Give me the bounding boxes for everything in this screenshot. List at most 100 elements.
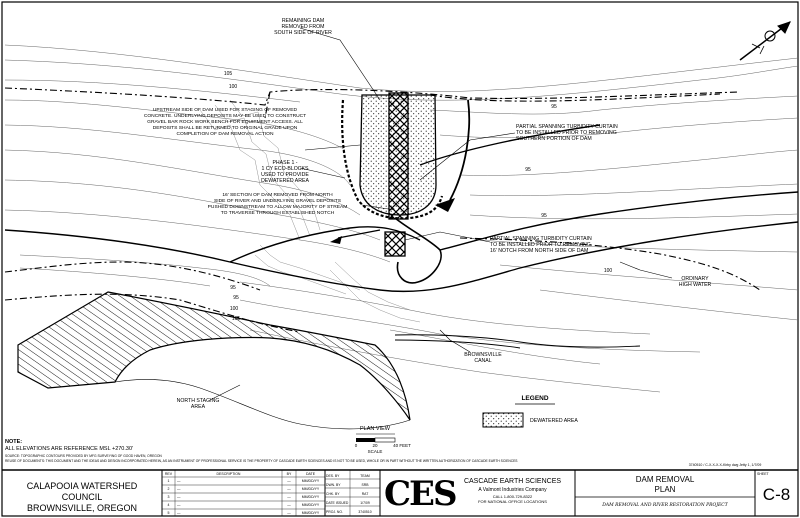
by-col-header: BY [286,472,292,476]
contour-label: 100 [229,306,239,312]
flow-arrow-icon [435,198,455,212]
contour-label: 95 [541,213,547,219]
scale-tick-20: 20 [372,443,378,448]
info-row: DATE ISSUED 1/7/09 [326,498,380,507]
north-arrow-icon [739,21,791,61]
revision-header: REV DESCRIPTION BY DATE [162,471,325,477]
ordinary-high-water-label: ORDINARY HIGH WATER [678,276,712,288]
info-row: CHK. BY RAT [326,489,380,498]
info-row: DWN. BY SRB [326,480,380,489]
sheet-number: C-8 [762,485,791,504]
plan-view-title: PLAN VIEW [360,426,390,432]
phase1-label: PHASE 1 - 1 CY ECO-BLOCKS USED TO PROVID… [261,160,309,184]
info-row: DES. BY TEAM [326,471,380,480]
client-line2: BROWNSVILLE, OREGON [26,503,138,513]
sheet-label: SHEET [757,472,769,476]
rev-by: — [287,495,291,499]
table-row: 2 — — MM/DD/YY [162,485,325,493]
contour-label: 105 [223,71,233,77]
desc-col-header: DESCRIPTION [216,472,241,476]
legend-title: LEGEND [521,395,549,402]
upstream-staging-note: UPSTREAM SIDE OF DAM USED FOR STAGING OF… [143,108,307,137]
turbidity-curtain-north-label: PARTIAL SPANNING TURBIDITY CURTAIN TO BE… [490,236,592,254]
contour-label: 95 [233,295,239,301]
scale-tick-40: 40 FEET [393,443,411,448]
info-key: PROJ. NO. [326,509,343,514]
company-name: CASCADE EARTH SCIENCES [463,478,562,485]
rev-description: — [177,479,181,483]
revision-table: REV DESCRIPTION BY DATE 1 — — MM/DD/YY 2… [162,471,325,516]
info-key: CHK. BY [326,491,340,496]
table-row: 4 — — MM/DD/YY [162,501,325,509]
turbidity-curtain-south-label: PARTIAL SPANNING TURBIDITY CURTAIN TO BE… [516,124,618,142]
legend-item-dewatered: DEWATERED AREA [530,418,578,424]
rev-number: 1 [167,479,170,483]
brownsville-canal-label: BROWNSVILLE CANAL [464,352,502,364]
rev-description: — [177,503,181,507]
remaining-dam-label: REMAINING DAM REMOVED FROM SOUTH SIDE OF… [274,18,332,36]
contour-label: 105 [231,316,241,322]
leader-lines [209,27,673,401]
table-row: 5 — — MM/DD/YY [162,509,325,516]
turbidity-curtain-south [449,99,471,201]
info-key: DWN. BY [326,482,341,487]
info-value: 3740510 [358,509,372,514]
legend-dewatered-swatch [482,412,524,428]
drawing-title: DAM REMOVAL PLAN [575,475,755,495]
rev-date: MM/DD/YY [301,479,320,483]
rev-date: MM/DD/YY [301,510,320,515]
company-logo: CES [384,474,458,514]
notes-elevations: ALL ELEVATIONS ARE REFERENCE MSL +270.30… [5,446,134,452]
contour-label: 95 [230,285,236,291]
rev-by: — [287,510,291,515]
notes-reuse: REUSE OF DOCUMENTS: THIS DOCUMENT AND TH… [5,459,518,463]
rev-date: MM/DD/YY [301,495,320,499]
staging-edge [114,379,411,430]
date-col-header: DATE [305,472,316,476]
rev-number: 4 [167,503,170,507]
info-value: RAT [361,491,369,496]
info-value: SRB [361,482,369,487]
drawing-title-line1: DAM REMOVAL [635,475,695,484]
scale-bar [356,433,396,443]
flow-arrow-icon-2 [330,236,342,244]
rev-number: 2 [167,487,170,491]
north-staging-area [17,291,411,421]
dam-section-south [388,92,409,220]
turbidity-curtain-north [394,217,442,284]
file-reference: 3740510 / C-X-X-X-X-Kirby dwg Jetty 1, 1… [688,463,762,467]
rev-col-header: REV [164,472,173,476]
info-value: 1/7/09 [360,500,370,505]
flow-line [337,229,381,239]
contour-label: 95 [525,167,531,173]
client-line1: CALAPOOIA WATERSHED COUNCIL [26,481,138,502]
rev-date: MM/DD/YY [301,487,320,491]
info-key: DATE ISSUED [326,500,349,505]
company-subtitle: A Valmont Industries Company [478,487,547,493]
rev-number: 5 [167,510,170,515]
notes-heading: NOTE: [5,439,23,445]
canal-line-2 [394,339,521,349]
rev-description: — [177,510,181,515]
scale-tick-0: 0 [354,443,358,448]
info-key: DES. BY [326,473,340,478]
company-offices: FOR NATIONAL OFFICE LOCATIONS [478,499,547,504]
rev-number: 3 [167,495,170,499]
company-info: CASCADE EARTH SCIENCES A Valmont Industr… [450,477,575,504]
info-value: TEAM [360,473,370,478]
canal-line [394,334,641,348]
rev-date: MM/DD/YY [301,503,320,507]
table-row: 1 — — MM/DD/YY [162,477,325,485]
scale-unit: SCALE [367,449,383,454]
contour-label: 100 [228,84,238,90]
rev-by: — [287,503,291,507]
project-info: DES. BY TEAM DWN. BY SRB CHK. BY RAT DATE I… [326,471,380,516]
drawing-title-line2: PLAN [654,485,676,494]
notes-source: SOURCE: TOPOGRAPHIC CONTOURS PROVIDED BY… [5,454,162,458]
notch-section-note: 16' SECTION OF DAM REMOVED FROM NORTH SI… [207,193,348,216]
rev-description: — [177,487,181,491]
revision-grid [162,470,380,516]
